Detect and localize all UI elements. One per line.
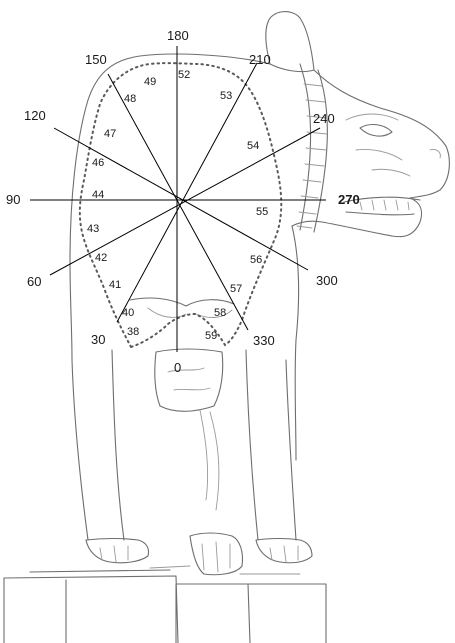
wolf-eye [360,125,392,137]
point-label-42: 42 [95,252,107,264]
point-label-55: 55 [256,206,268,218]
wolf-inner-leg-detail [168,368,219,510]
point-label-57: 57 [230,283,242,295]
point-label-38: 38 [127,326,139,338]
point-label-54: 54 [247,140,259,152]
wolf-paw-left [86,539,149,563]
angle-label-270: 270 [338,192,360,207]
wolf-teeth [360,200,409,210]
angle-label-30: 30 [91,332,105,347]
point-label-47: 47 [104,128,116,140]
wolf-paw-right [256,539,312,563]
ray-150-330 [108,74,248,330]
pedestal [4,570,326,643]
angle-label-60: 60 [27,274,41,289]
angle-label-0: 0 [174,360,181,375]
wolf-collar-segments [297,84,327,228]
point-label-49: 49 [144,76,156,88]
angle-label-210: 210 [249,52,271,67]
wolf-ear [266,12,314,72]
angle-label-180: 180 [167,28,189,43]
point-label-40: 40 [122,307,134,319]
point-label-53: 53 [220,90,232,102]
point-label-44: 44 [92,189,104,201]
wolf-sketch [4,12,449,643]
wolf-collar [300,64,327,232]
pedestal-detail [150,566,300,574]
angle-label-120: 120 [24,108,46,123]
point-label-56: 56 [250,254,262,266]
point-label-46: 46 [92,157,104,169]
wolf-nose [430,149,440,158]
angle-label-240: 240 [313,111,335,126]
angle-label-90: 90 [6,192,20,207]
wolf-head [292,70,449,237]
angle-label-300: 300 [316,273,338,288]
point-label-58: 58 [214,307,226,319]
angle-label-330: 330 [253,333,275,348]
point-label-48: 48 [124,93,136,105]
wolf-back [70,54,270,360]
point-label-41: 41 [109,279,121,291]
point-label-52: 52 [178,69,190,81]
wolf-inner-leg [155,349,223,411]
wolf-front-right-leg [246,350,296,540]
wolf-front-left-leg [72,350,124,540]
point-label-43: 43 [87,223,99,235]
point-label-59: 59 [205,330,217,342]
wolf-brow [346,114,410,176]
angle-label-150: 150 [85,52,107,67]
wolf-paw-center [190,533,243,575]
wolf-belly [130,298,234,306]
